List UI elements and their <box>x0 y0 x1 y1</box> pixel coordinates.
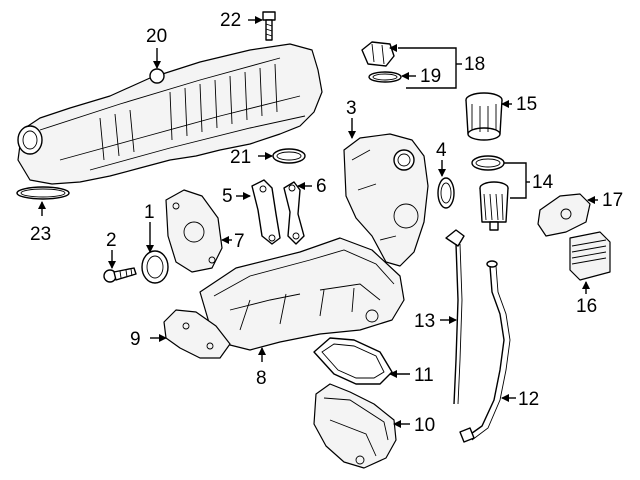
callout-14: 14 <box>532 172 554 193</box>
part-19-seal <box>368 71 402 83</box>
part-13-dipstick <box>445 229 465 405</box>
callout-10: 10 <box>414 415 435 436</box>
callout-labels: 23 20 22 21 18 19 15 14 3 4 5 6 17 16 7 … <box>30 10 623 436</box>
callout-13: 13 <box>414 311 435 332</box>
callout-17: 17 <box>602 190 623 211</box>
callout-5: 5 <box>222 186 233 207</box>
part-14-oil-filter <box>471 155 509 231</box>
part-9-bracket <box>163 309 231 359</box>
part-8-oil-pan-upper <box>199 237 405 351</box>
part-16-oil-cooler <box>569 231 611 281</box>
part-7-cover <box>165 189 223 273</box>
part-17-bracket <box>537 193 591 237</box>
callout-23: 23 <box>30 224 51 245</box>
part-11-gasket <box>313 337 393 385</box>
callout-4: 4 <box>436 140 447 161</box>
callout-20: 20 <box>146 26 167 47</box>
part-20-intake-manifold <box>17 43 323 185</box>
part-22-bolt <box>262 11 276 41</box>
part-4-seal <box>437 177 455 209</box>
callout-7: 7 <box>234 231 245 252</box>
part-23-gasket-ring <box>16 186 70 200</box>
part-3-timing-cover <box>343 133 429 267</box>
callout-19: 19 <box>420 66 441 87</box>
callout-8: 8 <box>256 368 267 389</box>
callout-16: 16 <box>576 296 597 317</box>
callout-15: 15 <box>516 94 537 115</box>
leader-14-bracket <box>504 162 527 199</box>
callout-3: 3 <box>346 98 357 119</box>
part-10-oil-pan-lower <box>313 383 397 469</box>
part-21-clamp <box>272 148 306 164</box>
callout-1: 1 <box>144 202 155 223</box>
leader-18-bracket <box>398 47 457 89</box>
callout-leaders <box>38 16 598 428</box>
callout-11: 11 <box>414 365 434 386</box>
part-6-bracket <box>283 181 305 245</box>
part-15-filter-cap <box>465 92 503 141</box>
part-18-filler-cap <box>361 41 395 67</box>
part-2-bolt <box>103 267 137 283</box>
callout-21: 21 <box>230 147 251 168</box>
part-12-dipstick-tube <box>459 260 511 443</box>
part-5-bracket <box>251 179 281 245</box>
callout-12: 12 <box>518 389 539 410</box>
part-1-seal <box>141 250 169 284</box>
callout-18: 18 <box>464 54 485 75</box>
callout-2: 2 <box>106 230 117 251</box>
callout-22: 22 <box>220 10 241 31</box>
callout-6: 6 <box>316 176 327 197</box>
callout-9: 9 <box>130 329 141 350</box>
